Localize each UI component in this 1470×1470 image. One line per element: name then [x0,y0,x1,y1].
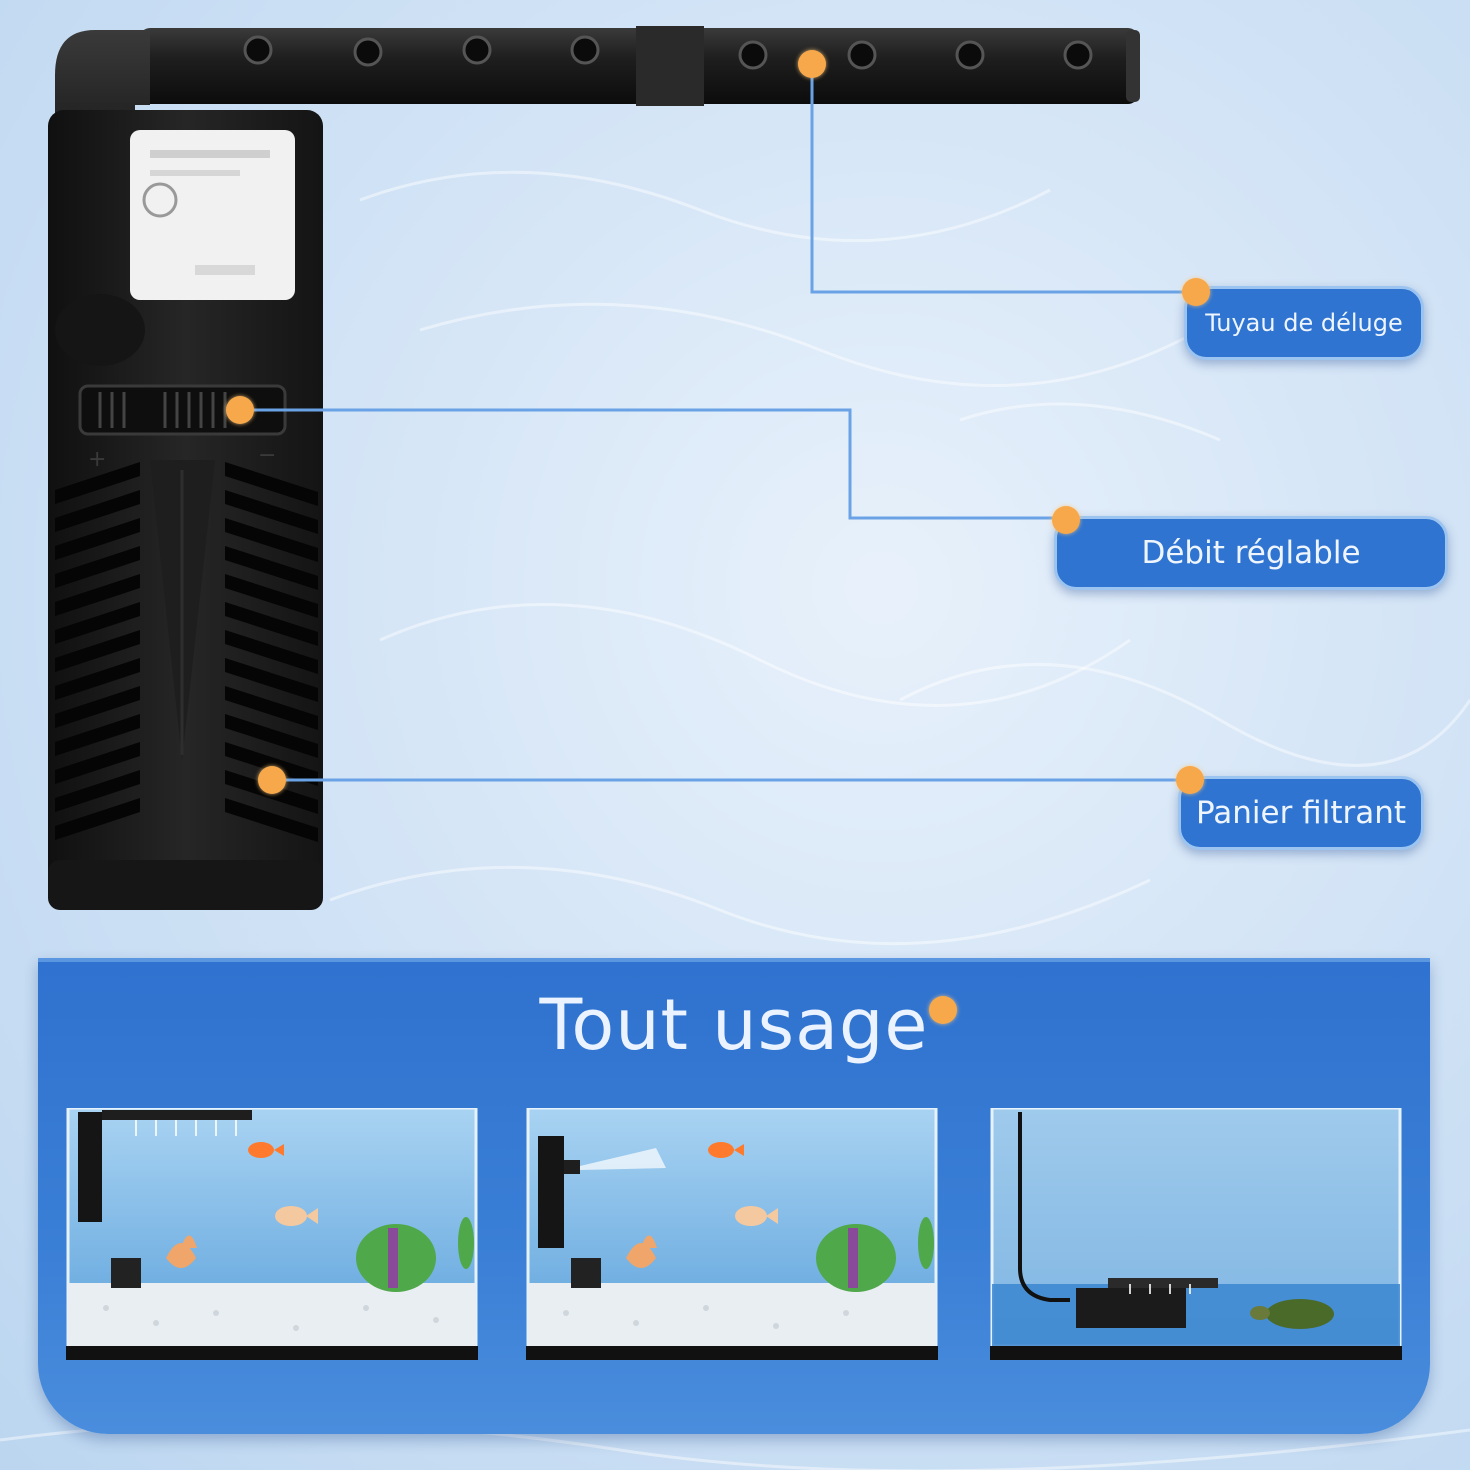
svg-text:−: − [258,443,276,468]
usage-title-dot [929,996,957,1024]
flow-slider-marker-dot [226,396,254,424]
flow-control-label-dot [1052,506,1080,534]
outlet-pipe-label-dot [1182,278,1210,306]
usage-title: Tout usage [539,984,929,1066]
aquarium-scene-side-jet [526,1108,938,1360]
flow-control-label: Débit réglable [1054,516,1448,590]
turtle [1250,1299,1334,1329]
outlet-pipe-label-text: Tuyau de déluge [1205,309,1403,337]
callout-connector-lines [240,64,1196,782]
aquarium-scene-shallow-turtle [990,1108,1402,1360]
svg-text:+: + [88,447,106,472]
filter-basket-label-text: Panier filtrant [1195,795,1407,831]
usage-panel: Tout usage [38,958,1430,1434]
filter-basket-label: Panier filtrant [1178,776,1424,850]
aquarium-scene-top-spray [66,1108,478,1360]
spray-bar-pipe [140,26,1140,106]
filter-vent-marker-dot [258,766,286,794]
filter-pump-illustration: + − [48,26,1140,910]
spray-bar-marker-dot [798,50,826,78]
flow-control-label-text: Débit réglable [1141,535,1361,571]
outlet-pipe-label: Tuyau de déluge [1184,286,1424,360]
filter-basket-label-dot [1176,766,1204,794]
